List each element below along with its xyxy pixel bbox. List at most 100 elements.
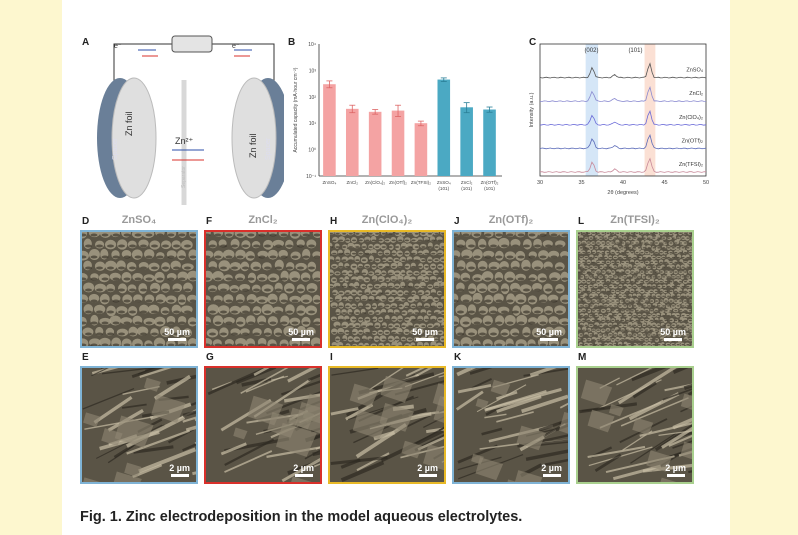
bar (437, 79, 451, 176)
x-tick-label: Zn(ClO₄)₂ (365, 180, 385, 185)
panel-letter-g: G (206, 352, 214, 363)
x-tick-label: 50 (703, 180, 709, 186)
series-label: Zn(ClO₄)₂ (679, 115, 703, 121)
scale-bar-line (418, 474, 437, 477)
bar (483, 109, 496, 176)
panel-letter-m: M (578, 352, 587, 363)
scale-bar: 50 µm (288, 327, 314, 341)
spacer-label-left: Spacer (112, 137, 119, 160)
sem-texture (578, 368, 692, 482)
peak-label: (101) (628, 48, 642, 54)
scale-bar-label: 2 µm (541, 463, 562, 473)
scale-bar-label: 2 µm (293, 463, 314, 473)
bar (391, 110, 405, 176)
scale-bar-line (168, 338, 187, 341)
sem-texture (330, 232, 444, 346)
xrd-series-line (539, 62, 707, 79)
series-label: ZnCl₂ (689, 91, 703, 97)
sem-texture (454, 368, 568, 482)
peak-highlight-002 (585, 44, 599, 176)
plot-frame (539, 43, 707, 177)
panel-letter-j: J (454, 216, 460, 227)
panel-letter-a: A (82, 37, 90, 48)
x-tick-label: Zn(TFSI)₂ (411, 180, 431, 185)
scale-bar-line (416, 338, 435, 341)
bar (368, 111, 382, 176)
sem-panel-title: Zn(OTf)₂ (488, 214, 534, 226)
scale-bar: 2 µm (541, 463, 562, 477)
xrd-series-line (539, 157, 707, 173)
scale-bar: 50 µm (412, 327, 438, 341)
xrd-series-line (539, 133, 707, 150)
sem-panel-title: Zn(ClO₄)₂ (361, 214, 413, 226)
bar (345, 108, 359, 176)
x-tick-label: ZnSO₄ (322, 180, 336, 185)
x-tick-label: 35 (578, 180, 584, 186)
scale-bar-line (542, 474, 561, 477)
scale-bar-line (292, 338, 311, 341)
zn-foil-right (231, 77, 277, 199)
electron-label-left: e⁻ (114, 43, 122, 50)
peak-highlight-101 (644, 44, 656, 176)
scale-bar: 2 µm (169, 463, 190, 477)
sem-texture (330, 368, 444, 482)
sem-panel-title: ZnCl₂ (248, 214, 278, 226)
scale-bar-label: 2 µm (169, 463, 190, 473)
zn-foil-label-left: Zn foil (124, 111, 134, 136)
panel-letter-l: L (578, 216, 585, 227)
bar (323, 84, 336, 176)
sem-micrograph: 50 µm (576, 230, 694, 348)
y-tick-label: 10² (309, 95, 317, 101)
x-tick-label: 40 (620, 180, 626, 186)
sem-micrograph: 50 µm (452, 230, 570, 348)
x-tick-label: 30 (537, 180, 543, 186)
figure-caption: Fig. 1. Zinc electrodeposition in the mo… (80, 509, 523, 525)
panel-letter-c: C (529, 37, 537, 48)
sem-micrograph: 50 µm (80, 230, 198, 348)
scale-bar-line (170, 474, 189, 477)
x-tick-label: ZnCl₂ (461, 180, 473, 185)
scale-bar-label: 50 µm (288, 327, 314, 337)
scale-bar: 2 µm (665, 463, 686, 477)
y-tick-label: 10⁰ (308, 148, 316, 154)
peak-label: (002) (584, 48, 598, 54)
series-label: ZnSO₄ (686, 68, 703, 74)
y-tick-label: 10³ (309, 68, 317, 74)
sem-texture (206, 232, 320, 346)
sem-texture (206, 368, 320, 482)
scale-bar-line (294, 474, 313, 477)
x-tick-label: Zn(OTf)₂ (481, 180, 499, 185)
panel-letter-i: I (330, 352, 333, 363)
scale-bar-label: 50 µm (660, 327, 686, 337)
x-tick-label: (101) (461, 186, 472, 191)
sem-texture (454, 232, 568, 346)
y-axis-label: Accumulated capacity (mA·hour cm⁻²) (293, 67, 299, 152)
x-axis-label: 2θ (degrees) (607, 190, 638, 196)
panel-letter-h: H (330, 216, 338, 227)
zn-foil-left (111, 77, 157, 199)
sem-micrograph: 50 µm (328, 230, 446, 348)
series-label: Zn(TFSI)₂ (679, 162, 703, 168)
xrd-chart: (002) (101) ZnSO₄ ZnCl₂ Zn(ClO₄)₂ Zn(OTf)₂ Zn(… (529, 43, 709, 196)
x-tick-label: ZnSO₄ (437, 180, 451, 185)
panel-letter-b: B (288, 37, 296, 48)
y-tick-label: 10⁻¹ (306, 174, 316, 180)
series-label: Zn(OTf)₂ (682, 138, 703, 144)
figure-sheet: A e⁻ e⁻ Zn²⁺ Zn foil Zn foil Spacer Spac… (62, 0, 730, 535)
bar (414, 123, 428, 176)
y-tick-label: 10⁴ (308, 42, 316, 48)
load-resistor (171, 35, 213, 53)
sem-texture (82, 232, 196, 346)
sem-texture (578, 232, 692, 346)
spacer-label-right: Spacer (265, 137, 272, 160)
electron-label-right: e⁻ (232, 43, 240, 50)
separator-label: Separator (181, 166, 187, 188)
sem-micrograph: 2 µm (452, 366, 570, 484)
sem-panel-title: ZnSO₄ (121, 214, 157, 226)
scale-bar-label: 50 µm (536, 327, 562, 337)
scale-bar: 50 µm (536, 327, 562, 341)
y-tick-label: 10¹ (309, 121, 317, 127)
sem-micrograph: 2 µm (328, 366, 446, 484)
x-tick-label: (101) (438, 186, 449, 191)
x-tick-label: ZnCl₂ (347, 180, 359, 185)
